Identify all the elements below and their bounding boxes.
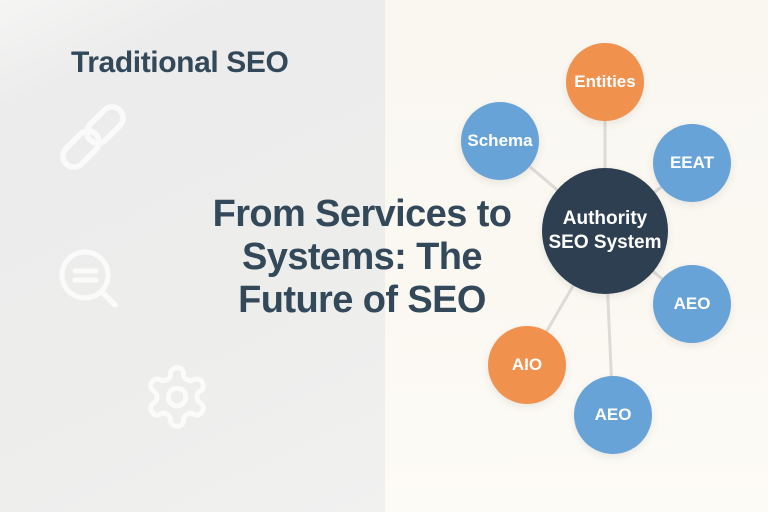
search-icon: [59, 249, 118, 308]
diagram-node-aio: AIO: [488, 326, 566, 404]
node-label: AEO: [594, 405, 632, 424]
page-title-line-1: From Services to: [212, 193, 512, 235]
panel-title: Traditional SEO: [71, 46, 289, 79]
node-label: EEAT: [669, 153, 715, 172]
diagram-node-aeo-bottom: AEO: [574, 376, 652, 454]
diagram-node-schema: Schema: [461, 102, 539, 180]
diagram-node-aeo-right: AEO: [653, 265, 731, 343]
diagram-node-eeat: EEAT: [653, 124, 731, 202]
page-title-line-3: Future of SEO: [238, 278, 486, 321]
center-node-label-line-1: Authority: [562, 207, 648, 229]
diagram-node-entities: Entities: [566, 43, 644, 121]
page-title-line-2: Systems: The: [242, 235, 483, 278]
diagram-node-authority-seo-system: Authority SEO System: [542, 168, 668, 294]
node-label: Schema: [467, 131, 533, 150]
gear-icon: [148, 365, 206, 429]
page-title: From Services to Systems: The Future of …: [162, 193, 562, 322]
node-label: Entities: [574, 72, 636, 91]
node-label: AEO: [673, 294, 711, 313]
center-node-label-line-2: SEO System: [548, 232, 662, 253]
node-label: AIO: [511, 355, 543, 374]
link-icon: [60, 104, 126, 170]
traditional-seo-panel: [0, 0, 385, 512]
